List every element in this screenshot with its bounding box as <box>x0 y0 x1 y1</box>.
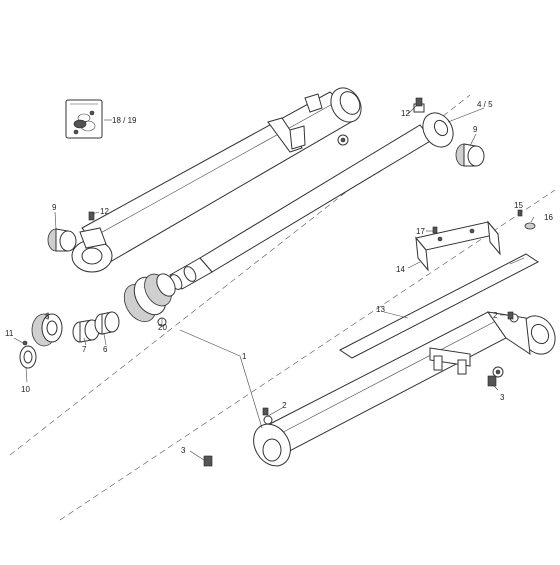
upper-cylinder-barrel <box>71 87 362 273</box>
callout-20: 20 <box>158 323 167 332</box>
callout-3-right: 3 <box>500 393 505 402</box>
callout-12-top: 12 <box>401 109 410 118</box>
grease-nipple-left <box>88 211 95 221</box>
callout-13: 13 <box>376 305 385 314</box>
callout-17: 17 <box>416 227 425 236</box>
fasteners-15-16-17 <box>432 209 536 234</box>
mounting-plate <box>339 253 539 359</box>
seal-kit-bag <box>65 99 103 139</box>
callout-12-left: 12 <box>100 207 109 216</box>
bushing-right <box>455 143 485 167</box>
callout-10: 10 <box>21 385 30 394</box>
grease-nipple-upper <box>415 97 423 107</box>
u-bracket <box>415 220 501 272</box>
lower-cylinder-assembly <box>253 311 556 467</box>
bushing-left <box>47 228 77 252</box>
section-divider-lines <box>9 94 556 521</box>
piston-assembly <box>123 273 176 327</box>
gland-parts <box>19 311 120 369</box>
callout-18-19: 18 / 19 <box>112 116 137 125</box>
callout-4-5: 4 / 5 <box>477 100 493 109</box>
callout-1: 1 <box>242 352 247 361</box>
callout-9-left: 9 <box>52 203 57 212</box>
callout-labels: 18 / 19 12 4 / 5 9 9 12 15 16 17 14 13 2… <box>5 100 553 455</box>
callout-15: 15 <box>514 201 523 210</box>
loose-fittings <box>203 311 514 467</box>
callout-3-lower: 3 <box>181 446 186 455</box>
callout-2-right: 2 <box>493 311 498 320</box>
callout-2-lower: 2 <box>282 401 287 410</box>
callout-7: 7 <box>82 345 87 354</box>
callout-14: 14 <box>396 265 405 274</box>
callout-16: 16 <box>544 213 553 222</box>
callout-9-right: 9 <box>473 125 478 134</box>
callout-11: 11 <box>5 329 14 338</box>
callout-6: 6 <box>103 345 108 354</box>
callout-8: 8 <box>45 312 50 321</box>
leader-lines <box>13 105 535 461</box>
